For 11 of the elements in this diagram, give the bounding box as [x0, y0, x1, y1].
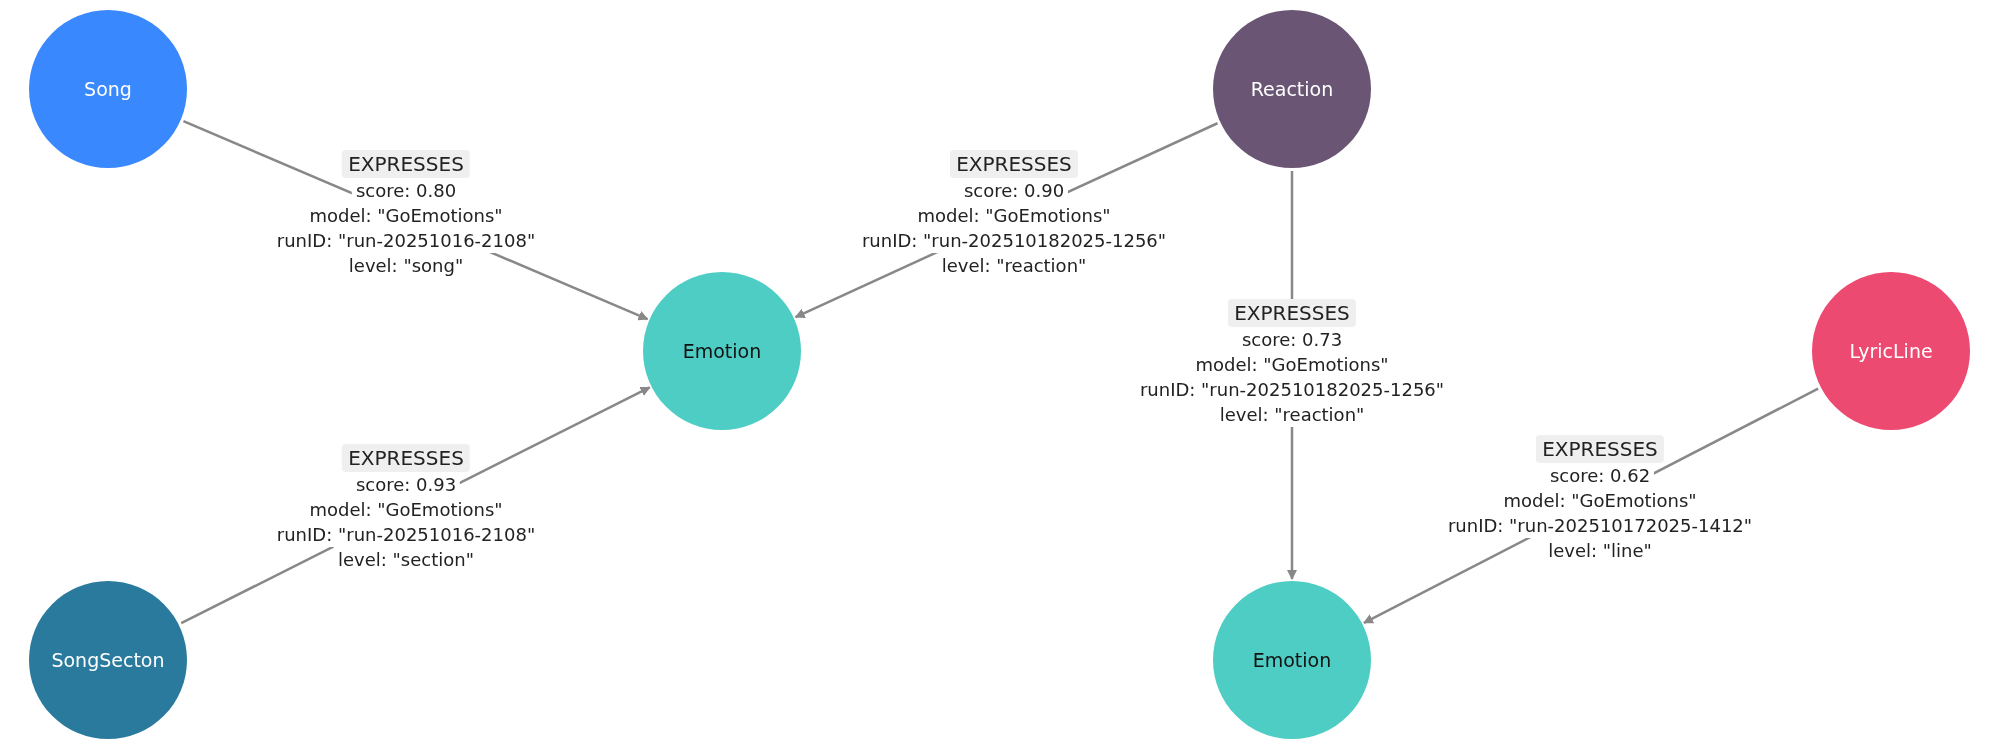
edge-label: EXPRESSES	[950, 150, 1078, 178]
node-label: Emotion	[1252, 649, 1332, 671]
edge-label: EXPRESSES	[1536, 435, 1664, 463]
edge-label: EXPRESSES	[1228, 299, 1356, 327]
node-label: Reaction	[1250, 78, 1334, 100]
node-label: Emotion	[682, 340, 762, 362]
node-label: LyricLine	[1849, 340, 1933, 362]
edge-label: EXPRESSES	[342, 444, 470, 472]
node-label: SongSecton	[51, 649, 165, 671]
edge-label: EXPRESSES	[342, 150, 470, 178]
node-label: Song	[84, 78, 132, 100]
